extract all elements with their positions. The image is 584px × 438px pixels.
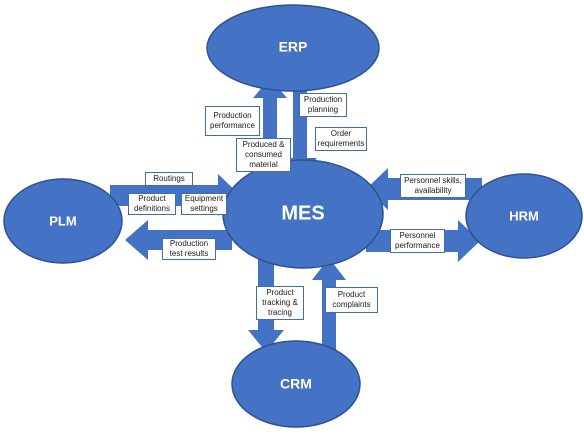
plm-node — [3, 178, 123, 264]
flow-product-tracking: Product tracking & tracing — [256, 286, 304, 320]
flow-production-planning: Production planning — [299, 93, 347, 117]
hrm-node — [465, 173, 583, 259]
hrm-label: HRM — [509, 208, 539, 223]
mes-label: MES — [281, 202, 324, 224]
erp-node — [206, 4, 380, 92]
flow-production-performance: Production performance — [205, 106, 260, 136]
flow-equipment-settings: Equipment settings — [181, 193, 227, 215]
erp-label: ERP — [279, 39, 308, 55]
flow-personnel-performance: Personnel performance — [390, 229, 445, 253]
flow-product-complaints: Product complaints — [325, 287, 378, 313]
flow-produced-consumed-material: Produced & consumed material — [236, 138, 291, 172]
flow-personnel-skills: Personnel skills, availability — [400, 174, 466, 198]
arrow-mes-to-erp — [253, 78, 287, 180]
flow-product-definitions: Product definitions — [128, 193, 176, 215]
crm-label: CRM — [280, 376, 312, 392]
flow-production-test-results: Production test results — [162, 238, 216, 260]
crm-node — [231, 340, 361, 428]
flow-routings: Routings — [145, 172, 193, 186]
flow-order-requirements: Order requirements — [315, 127, 367, 151]
plm-label: PLM — [49, 213, 76, 228]
arrow-erp-to-mes — [283, 80, 317, 178]
